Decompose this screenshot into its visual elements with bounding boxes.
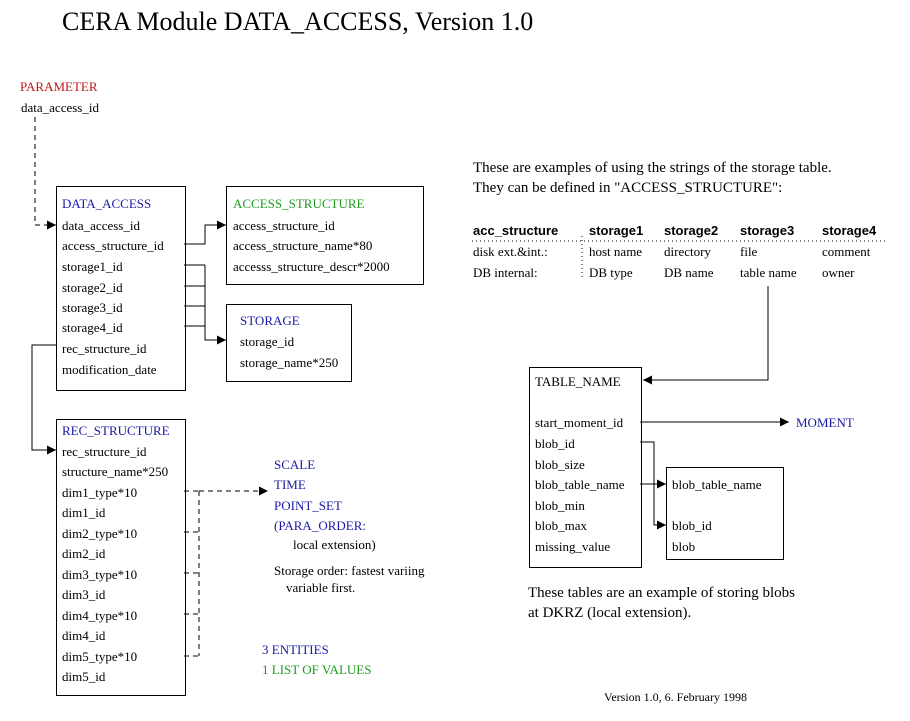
rec-structure-field: dim2_id [62, 546, 106, 561]
examples-cell: file [740, 244, 758, 259]
storage-order-note: Storage order: fastest variing [274, 563, 425, 578]
data-access-field: storage1_id [62, 259, 123, 274]
table-name-field: blob_min [535, 498, 585, 513]
rec-structure-title: REC_STRUCTURE [62, 423, 170, 438]
examples-cell: DB internal: [473, 265, 538, 280]
rec-structure-field: dim3_type*10 [62, 567, 138, 582]
examples-cell: DB name [664, 265, 714, 280]
blob-note: These tables are an example of storing b… [528, 585, 795, 601]
examples-header: storage3 [740, 223, 795, 238]
access-structure-field: access_structure_name*80 [233, 238, 373, 253]
blob-table: blob_table_name blob_id blob [666, 467, 784, 560]
rec-structure-field: structure_name*250 [62, 464, 169, 479]
entities-count: 3 ENTITIES [262, 642, 329, 657]
data-access-field: storage4_id [62, 320, 123, 335]
examples-cell: disk ext.&int.: [473, 244, 548, 259]
rec-structure-field: dim1_id [62, 505, 106, 520]
access-structure-table: ACCESS_STRUCTURE access_structure_id acc… [226, 186, 424, 285]
rec-structure-link [31, 344, 56, 455]
rec-structure-field: dim2_type*10 [62, 526, 138, 541]
data-access-field: rec_structure_id [62, 341, 147, 356]
table-name-field: blob_size [535, 457, 585, 472]
data-access-field: modification_date [62, 362, 157, 377]
target-point-set: POINT_SET [274, 498, 342, 513]
examples-cell: host name [589, 244, 643, 259]
data-access-table: DATA_ACCESS data_access_id access_struct… [56, 186, 186, 391]
rec-structure-field: rec_structure_id [62, 444, 147, 459]
moment-target: MOMENT [796, 415, 854, 430]
version-note: Version 1.0, 6. February 1998 [604, 690, 747, 704]
examples-header: storage1 [589, 223, 644, 238]
table-name-title: TABLE_NAME [535, 374, 621, 389]
blob-table-field: blob [672, 539, 696, 554]
data-access-field: storage2_id [62, 280, 123, 295]
data-access-field: storage3_id [62, 300, 123, 315]
dim-links [184, 491, 268, 657]
blob-table-field: blob_table_name [672, 477, 762, 492]
examples-header: acc_structure [473, 223, 559, 238]
blob-note-2: at DKRZ (local extension). [528, 605, 692, 621]
examples-cell: owner [822, 265, 855, 280]
examples-cell: directory [664, 244, 711, 259]
storage-field: storage_id [240, 334, 295, 349]
page-title: CERA Module DATA_ACCESS, Version 1.0 [62, 7, 534, 36]
parameter-field: data_access_id [21, 100, 99, 115]
storage-table: STORAGE storage_id storage_name*250 [226, 304, 352, 382]
rec-structure-field: dim3_id [62, 587, 106, 602]
access-structure-field: access_structure_id [233, 218, 335, 233]
table-name-link [643, 286, 769, 385]
storage-title: STORAGE [240, 313, 300, 328]
blob-table-field: blob_id [672, 518, 712, 533]
blob-id-link [640, 441, 666, 530]
data-access-field: access_structure_id [62, 238, 164, 253]
local-extension-note: local extension) [293, 537, 376, 552]
examples-cell: table name [740, 265, 797, 280]
access-structure-field: accesss_structure_descr*2000 [233, 259, 390, 274]
data-access-title: DATA_ACCESS [62, 196, 152, 211]
target-scale: SCALE [274, 457, 316, 472]
parameter-label: PARAMETER [20, 79, 98, 94]
examples-header: storage4 [822, 223, 877, 238]
target-para-order: (PARA_ORDER: [274, 518, 366, 533]
examples-header: storage2 [664, 223, 719, 238]
rec-structure-field: dim1_type*10 [62, 485, 138, 500]
access-structure-title: ACCESS_STRUCTURE [233, 196, 365, 211]
rec-structure-field: dim4_type*10 [62, 608, 138, 623]
storage-order-note-2: variable first. [286, 580, 356, 595]
table-name-table: TABLE_NAME start_moment_id blob_id blob_… [529, 367, 642, 568]
table-name-field: blob_id [535, 436, 575, 451]
table-name-field: blob_max [535, 518, 587, 533]
examples-cell: comment [822, 244, 871, 259]
rec-structure-field: dim5_id [62, 669, 106, 684]
table-name-field: missing_value [535, 539, 611, 554]
rec-structure-field: dim4_id [62, 628, 106, 643]
examples-intro: These are examples of using the strings … [473, 160, 832, 176]
examples-intro-2: They can be defined in "ACCESS_STRUCTURE… [473, 180, 783, 196]
access-structure-link [184, 220, 226, 245]
data-access-field: data_access_id [62, 218, 140, 233]
table-name-field: blob_table_name [535, 477, 625, 492]
parameter-link [34, 117, 56, 230]
storage-field: storage_name*250 [240, 355, 339, 370]
target-time: TIME [274, 477, 306, 492]
list-of-values-count: 1 LIST OF VALUES [262, 662, 372, 677]
rec-structure-table: REC_STRUCTURE rec_structure_id structure… [56, 419, 186, 696]
examples-cell: DB type [589, 265, 633, 280]
table-name-field: start_moment_id [535, 415, 624, 430]
storage-links [184, 264, 226, 340]
rec-structure-field: dim5_type*10 [62, 649, 138, 664]
